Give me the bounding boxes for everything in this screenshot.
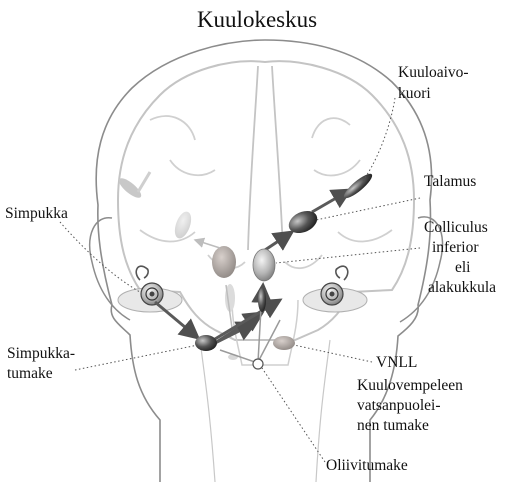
left-cochlea (118, 266, 182, 312)
right-lemniscus-nucleus (258, 288, 266, 312)
diagram-title: Kuulokeskus (197, 7, 317, 32)
label-oliivitumake: Oliivitumake (326, 457, 408, 474)
right-inferior-colliculus (253, 249, 275, 281)
superior-olive (253, 359, 263, 369)
cochlear-nucleus (195, 335, 217, 351)
right-auditory-cortex (341, 171, 375, 202)
label-colliculus: Colliculus inferior eli alakukkula (424, 219, 496, 296)
left-inferior-colliculus (212, 246, 236, 278)
label-talamus: Talamus (424, 173, 476, 190)
label-vnll: VNLL (376, 354, 417, 371)
brain-midline (248, 66, 283, 250)
left-auditory-cortex-mark (138, 172, 150, 192)
right-cochlea (303, 266, 367, 312)
label-kuulovempeleen: Kuulovempeleen vatsanpuolei- nen tumake (357, 377, 467, 434)
right-lemniscus-faint (273, 336, 295, 350)
neck-lines (200, 340, 330, 482)
label-simpukkatumake: Simpukka- tumake (7, 345, 79, 382)
label-kuuloaivokuori: Kuuloaivo- kuori (398, 64, 472, 102)
label-simpukka: Simpukka (5, 205, 68, 222)
